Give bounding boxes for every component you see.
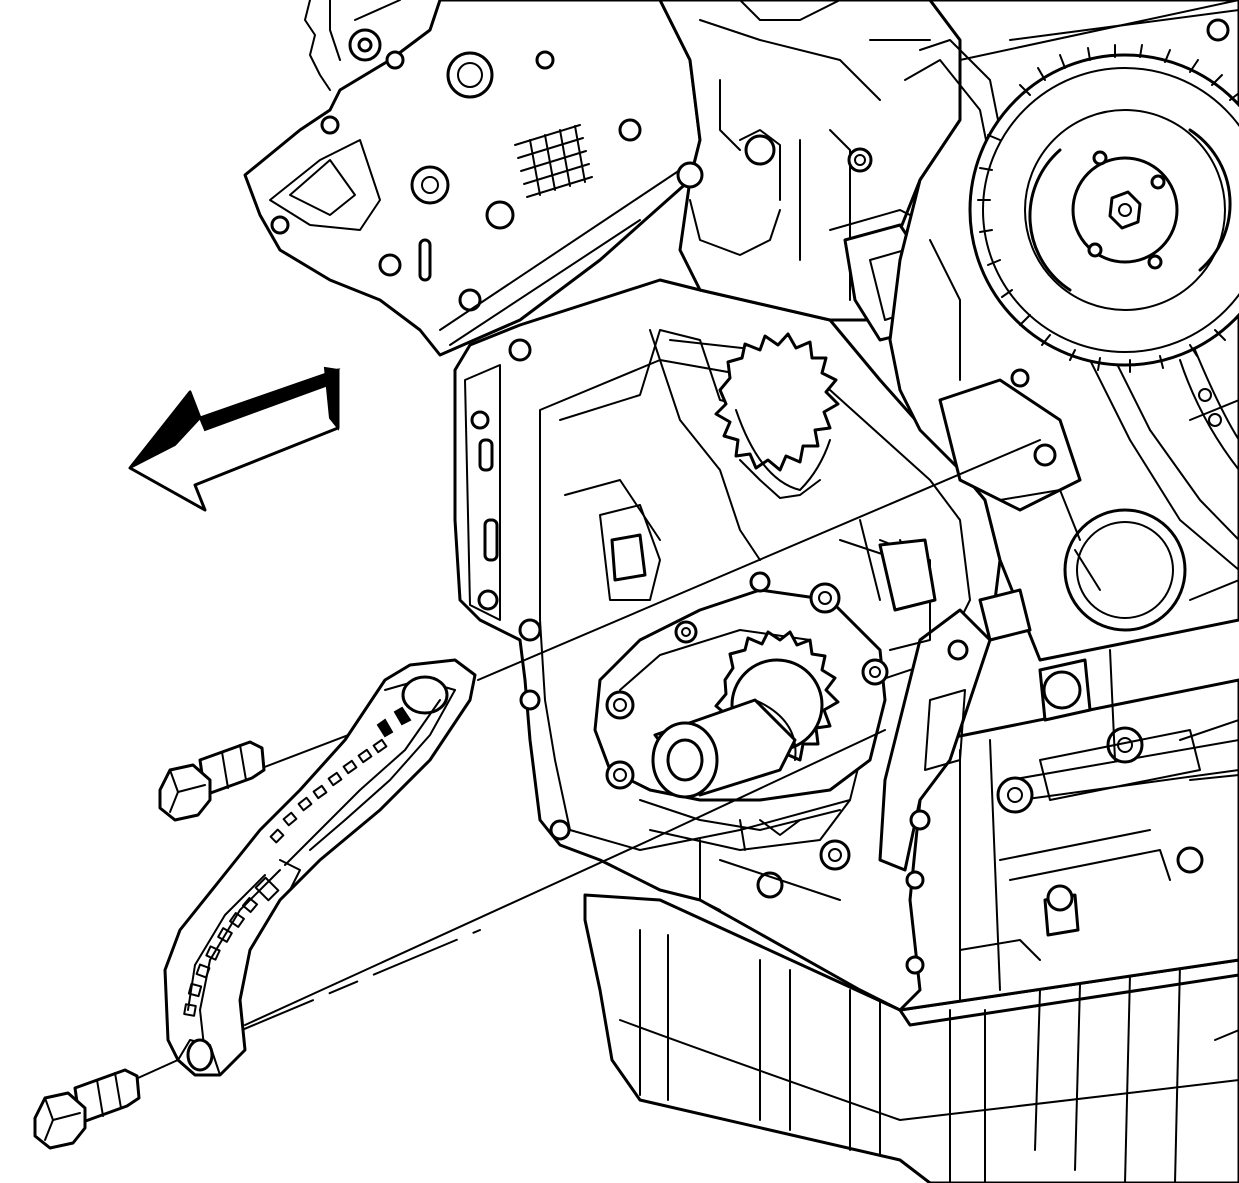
crosshatch-head bbox=[514, 124, 593, 198]
guide-bolt-lower bbox=[33, 1068, 141, 1150]
guide-wear-slots bbox=[183, 738, 388, 1017]
cylinder-head bbox=[243, 0, 702, 357]
guide-bolt-upper bbox=[158, 740, 266, 822]
timing-chain-guide bbox=[163, 658, 477, 1077]
crankshaft-area bbox=[593, 538, 937, 911]
camshaft-sprocket bbox=[714, 332, 840, 499]
camshaft-sprocket-upper bbox=[968, 44, 1239, 471]
oil-pan bbox=[583, 893, 1239, 1183]
direction-arrow bbox=[128, 366, 341, 512]
engine-block-right bbox=[878, 619, 1239, 1012]
pump-bolts bbox=[605, 571, 889, 899]
